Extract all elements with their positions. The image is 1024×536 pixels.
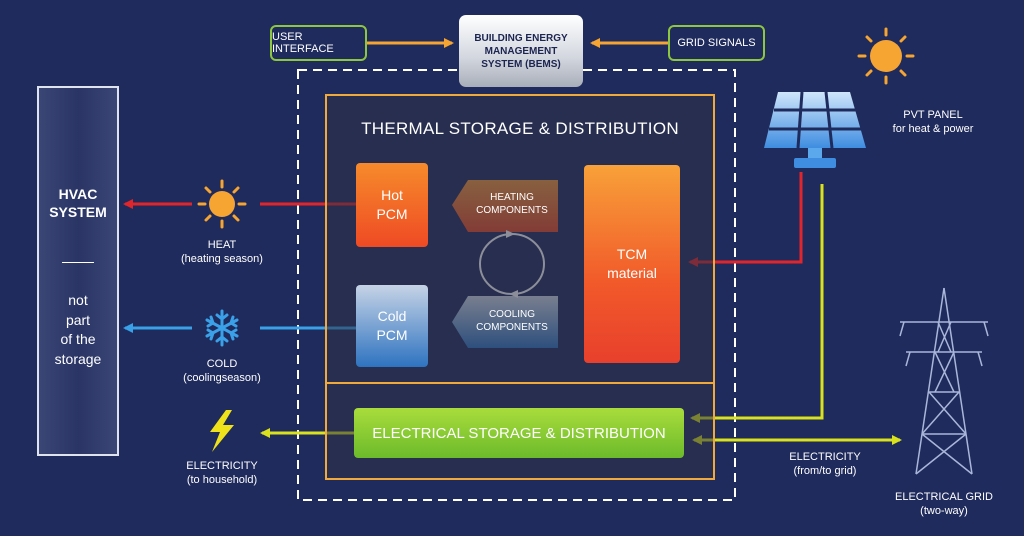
grid-signals-box: GRID SIGNALS	[668, 25, 765, 61]
electrical-grid-label: ELECTRICAL GRID (two-way)	[894, 491, 993, 518]
cold-label: COLD (coolingseason)	[183, 358, 261, 385]
cold-pcm-label: Cold PCM	[376, 308, 408, 343]
heating-components-label: HEATING COMPONENTS	[476, 192, 548, 216]
grid-signals-label: GRID SIGNALS	[677, 37, 756, 49]
electrical-storage-title: ELECTRICAL STORAGE & DISTRIBUTION	[372, 424, 666, 442]
bems-box: BUILDING ENERGY MANAGEMENT SYSTEM (BEMS)	[459, 15, 583, 87]
thermal-storage-title: THERMAL STORAGE & DISTRIBUTION	[361, 119, 679, 138]
hvac-subtitle: not part of the storage	[54, 292, 102, 367]
solar-panel-icon	[764, 91, 866, 168]
cooling-components-label: COOLING COMPONENTS	[476, 309, 548, 333]
pvt-power-arrow	[690, 184, 824, 423]
electricity-household-label: ELECTRICITY (to household)	[186, 460, 258, 487]
storage-frame-divider	[325, 382, 715, 384]
lightning-icon	[210, 410, 234, 452]
heat-label: HEAT (heating season)	[181, 239, 263, 266]
snowflake-icon	[205, 309, 239, 347]
user-interface-box: USER INTERFACE	[270, 25, 367, 61]
pvt-sun-icon	[857, 27, 915, 85]
pvt-panel-label: PVT PANEL for heat & power	[892, 109, 974, 136]
pvt-heat-arrow	[688, 172, 803, 267]
hot-pcm-box: Hot PCM	[356, 163, 428, 247]
tcm-material-box: TCM material	[584, 165, 680, 363]
bems-label: BUILDING ENERGY MANAGEMENT SYSTEM (BEMS)	[474, 32, 568, 70]
user-interface-label: USER INTERFACE	[272, 31, 334, 55]
cold-pcm-box: Cold PCM	[356, 285, 428, 367]
hvac-title: HVAC SYSTEM	[49, 186, 107, 220]
electrical-storage-bar: ELECTRICAL STORAGE & DISTRIBUTION	[354, 408, 684, 458]
transmission-tower-icon	[899, 287, 989, 475]
hvac-system-box	[37, 86, 119, 456]
sun-icon	[197, 179, 247, 229]
hot-pcm-label: Hot PCM	[376, 187, 408, 222]
electricity-grid-label: ELECTRICITY (from/to grid)	[789, 451, 861, 478]
hvac-divider	[62, 262, 94, 263]
tcm-label: TCM material	[607, 246, 657, 281]
